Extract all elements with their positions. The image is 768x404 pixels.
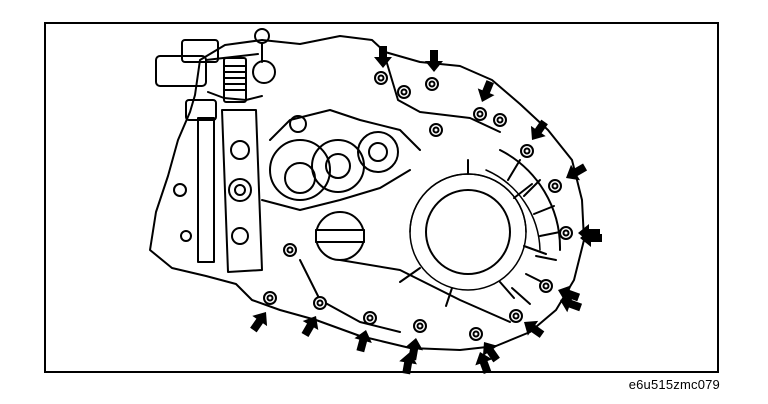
pointer-arrow-13 — [250, 312, 268, 333]
bolt-center-17 — [286, 246, 294, 254]
bolt-center-10 — [416, 322, 424, 330]
bolt-center-6 — [562, 229, 570, 237]
bolt-center-3 — [476, 110, 484, 118]
top-rib — [385, 59, 501, 133]
gear-bosses — [261, 109, 421, 211]
pointer-arrow-14 — [399, 352, 417, 375]
left-bracket — [173, 109, 263, 273]
pointer-arrow-8 — [524, 320, 545, 338]
pointer-arrow-3 — [477, 80, 495, 102]
bolt-center-5 — [551, 182, 559, 190]
bolt-center-7 — [542, 282, 550, 290]
bolt-center-11 — [366, 314, 374, 322]
pointer-arrow-9 — [482, 342, 500, 363]
pointer-arrow-12 — [301, 316, 319, 338]
bolt-center-12 — [316, 299, 324, 307]
shaft-bore — [315, 211, 365, 261]
pointer-arrow-15 — [475, 352, 493, 375]
pointer-arrow-16 — [560, 295, 583, 313]
bolt-center-13 — [266, 294, 274, 302]
differential-bore — [399, 159, 547, 307]
pointer-arrow-17 — [580, 229, 602, 247]
pointer-arrow-7 — [558, 285, 581, 303]
pointer-arrow-5 — [566, 163, 588, 181]
pointer-arrow-1 — [374, 46, 392, 68]
bolt-center-8 — [512, 312, 520, 320]
pointer-arrow-4 — [530, 119, 548, 140]
bolt-center-15 — [432, 126, 440, 134]
bolt-center-14 — [400, 88, 408, 96]
pointer-arrow-2 — [425, 50, 443, 72]
bolt-center-16 — [496, 116, 504, 124]
lower-rib — [339, 259, 511, 323]
ribbed-flange — [485, 149, 562, 305]
bolt-center-2 — [428, 80, 436, 88]
housing-outline — [149, 35, 585, 351]
pointer-arrow-11 — [354, 330, 372, 353]
shift-mechanism — [155, 28, 276, 121]
bolt-center-1 — [377, 74, 385, 82]
bolt-center-9 — [472, 330, 480, 338]
bolt-center-4 — [523, 147, 531, 155]
figure-code: e6u515zmc079 — [628, 377, 720, 392]
lower-rib-2 — [299, 259, 401, 333]
